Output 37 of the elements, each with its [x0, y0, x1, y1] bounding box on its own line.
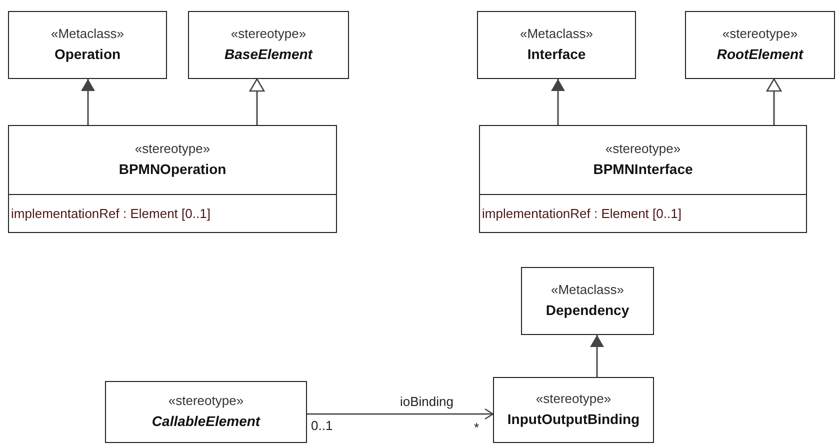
- class-name: BPMNInterface: [593, 160, 693, 179]
- attribute-text: implementationRef : Element [0..1]: [11, 206, 210, 221]
- extension-arrow: [551, 79, 565, 125]
- attribute-text: implementationRef : Element [0..1]: [482, 206, 682, 221]
- stereotype-label: «stereotype»: [134, 140, 210, 158]
- class-name: BaseElement: [224, 45, 312, 64]
- class-name: InputOutputBinding: [507, 410, 640, 429]
- class-name: RootElement: [716, 45, 804, 64]
- class-name: BPMNOperation: [118, 160, 226, 179]
- class-box: [521, 267, 654, 335]
- class-box: [479, 125, 807, 233]
- class-name: Dependency: [546, 301, 630, 320]
- class-box: [477, 11, 636, 79]
- stereotype-label: «stereotype»: [230, 25, 306, 43]
- class-name: Interface: [527, 45, 586, 64]
- class-box: [685, 11, 835, 79]
- extension-arrow: [590, 335, 604, 377]
- edge-label: ioBinding: [400, 394, 454, 409]
- generalization-arrow: [249, 78, 265, 125]
- stereotype-label: «stereotype»: [722, 25, 798, 43]
- class-box: [493, 377, 654, 443]
- extension-arrow: [81, 79, 95, 125]
- association-arrow: [307, 408, 494, 420]
- class-box: [8, 11, 167, 79]
- stereotype-label: «Metaclass»: [551, 281, 624, 299]
- stereotype-label: «stereotype»: [168, 392, 244, 410]
- class-box: [8, 125, 337, 233]
- multiplicity-label: 0..1: [311, 418, 333, 433]
- class-name: Operation: [54, 45, 121, 64]
- generalization-arrow: [766, 78, 782, 125]
- stereotype-label: «stereotype»: [536, 390, 612, 408]
- class-box: [188, 11, 349, 79]
- class-box: [105, 381, 307, 443]
- stereotype-label: «Metaclass»: [51, 25, 124, 43]
- stereotype-label: «stereotype»: [605, 140, 681, 158]
- stereotype-label: «Metaclass»: [520, 25, 593, 43]
- class-name: CallableElement: [152, 412, 260, 431]
